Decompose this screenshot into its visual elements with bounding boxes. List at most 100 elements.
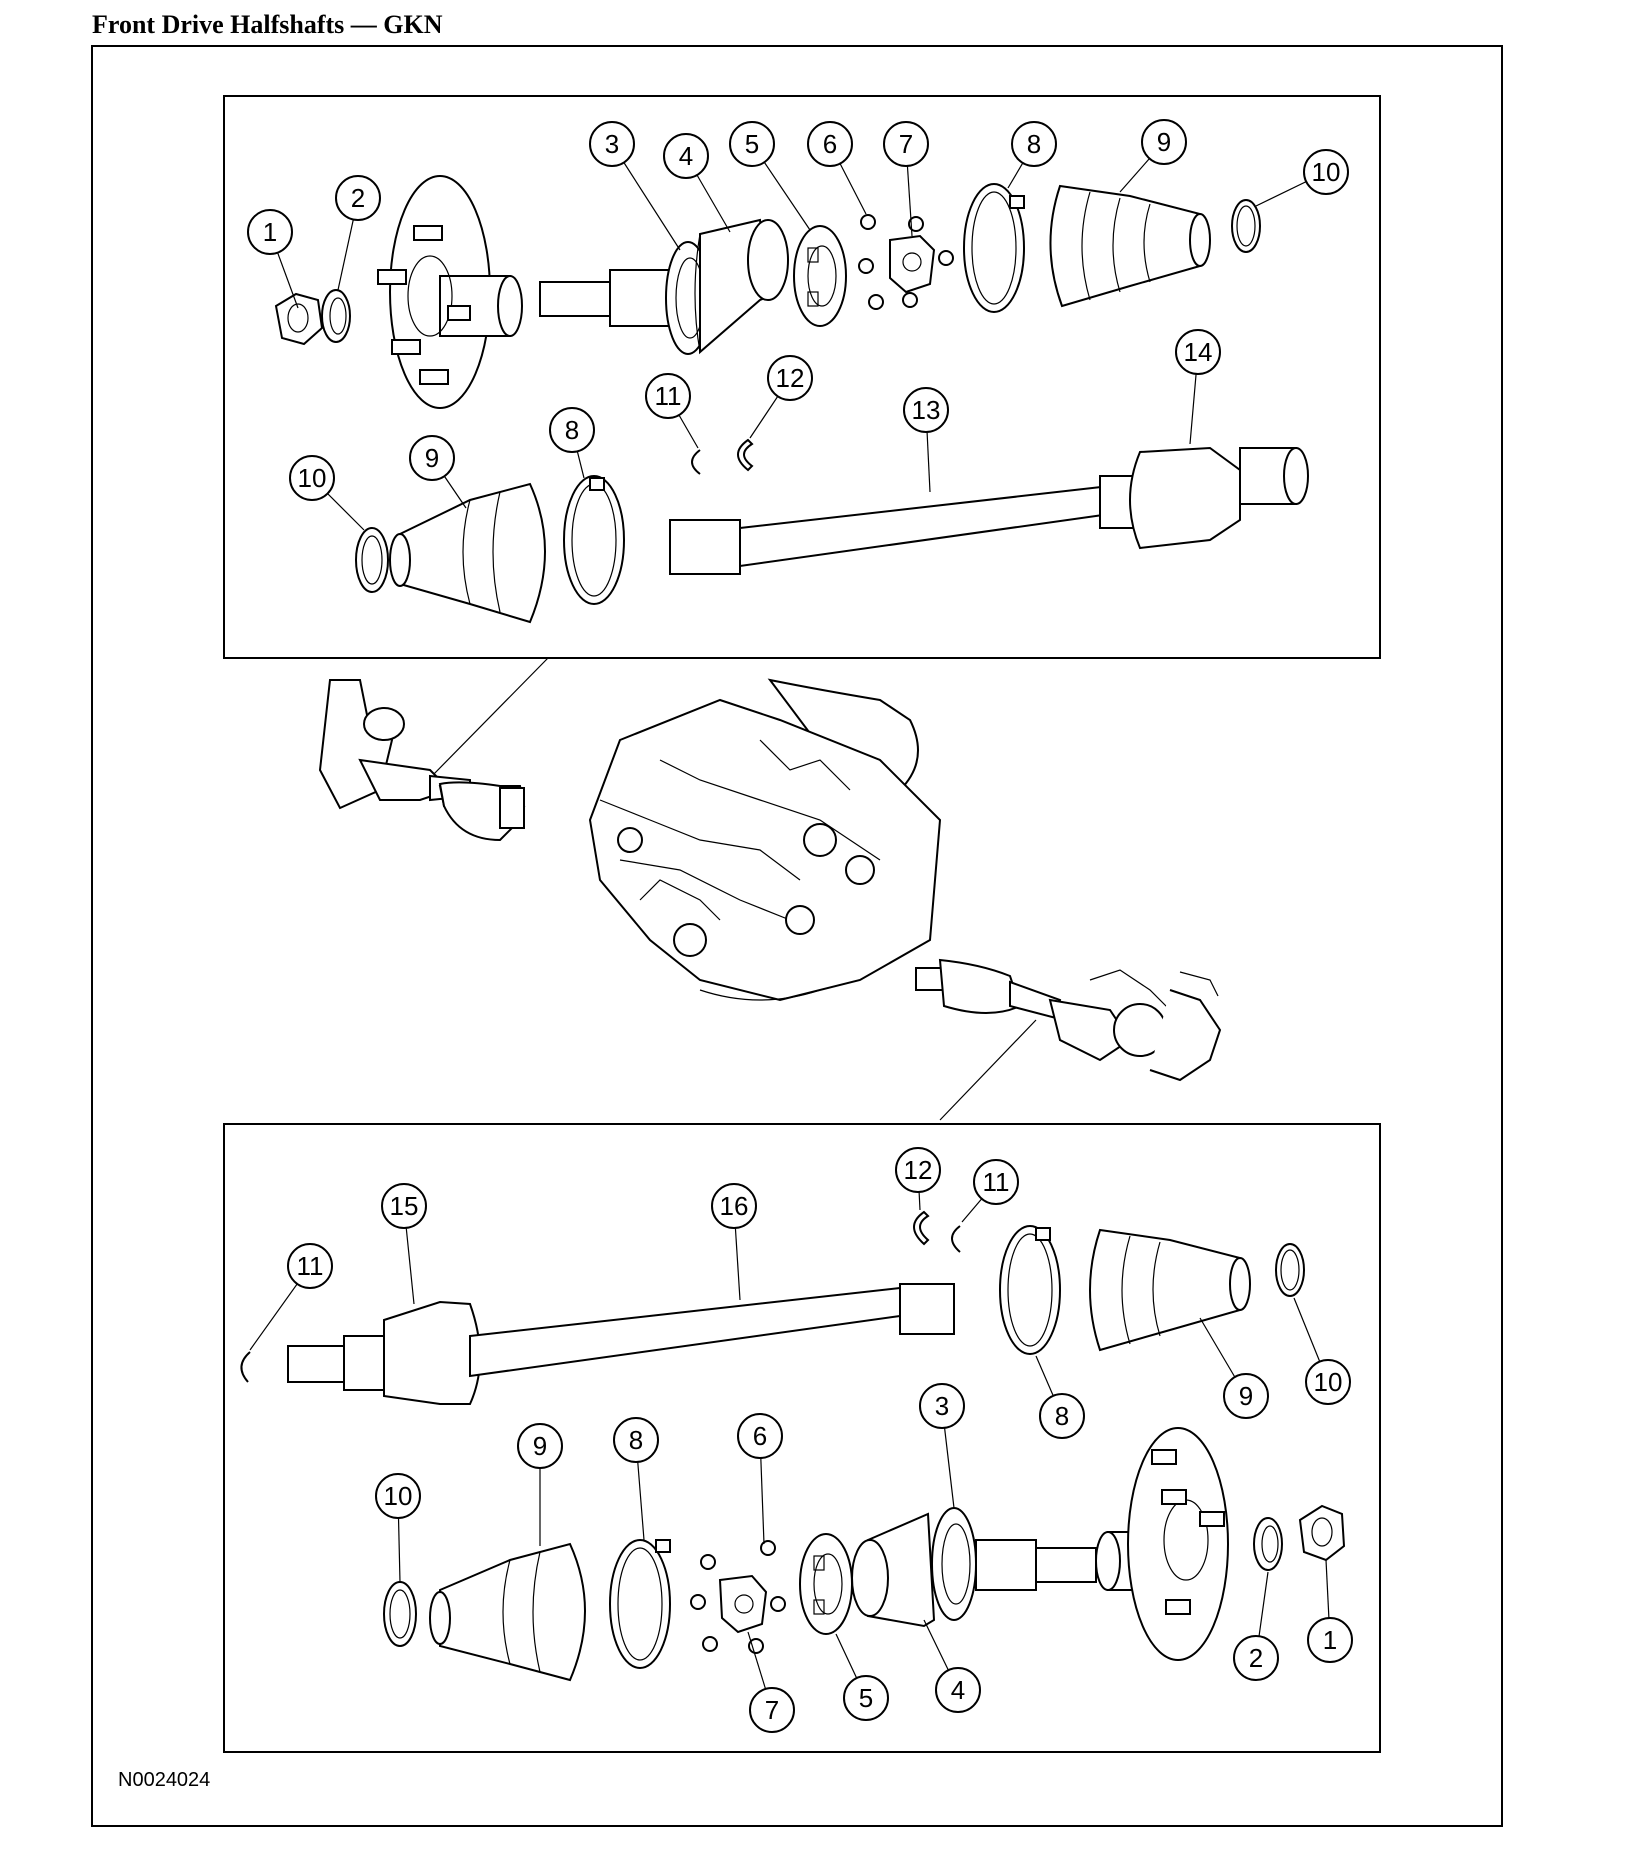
bottom-callout-circle-16 (1233, 1635, 1279, 1681)
bottom-callout-label-11: 6 (753, 1421, 767, 1451)
part-clamp-small-bottom-2 (383, 1581, 417, 1647)
part-clamp-small-bottom (1275, 1243, 1305, 1297)
bottom-callout-label-0: 15 (390, 1191, 419, 1221)
bottom-callout-label-9: 9 (533, 1431, 547, 1461)
bottom-callout-circle-6 (1223, 1373, 1269, 1419)
part-balls-bottom (690, 1540, 786, 1654)
bottom-callout-label-12: 3 (935, 1391, 949, 1421)
top-callout-circle-1 (335, 175, 381, 221)
part-nut-bottom (1298, 1504, 1346, 1562)
top-callout-label-7: 8 (1027, 129, 1041, 159)
bottom-callout-circle-4 (287, 1243, 333, 1289)
top-callout-circle-15 (409, 435, 455, 481)
top-callout-label-8: 9 (1157, 127, 1171, 157)
part-balls-top (858, 214, 954, 310)
bottom-callout-circle-13 (749, 1687, 795, 1733)
transaxle-illustration (588, 678, 942, 1002)
bottom-callout-circle-1 (711, 1183, 757, 1229)
bottom-callout-circle-2 (895, 1147, 941, 1193)
part-boot-top (1049, 184, 1211, 308)
top-callout-circle-13 (1175, 329, 1221, 375)
figure-code: N0024024 (118, 1769, 210, 1791)
bottom-callout-circle-0 (381, 1183, 427, 1229)
top-callout-circle-0 (247, 209, 293, 255)
top-callout-label-11: 12 (776, 363, 805, 393)
top-callout-circle-3 (663, 133, 709, 179)
page-title: Front Drive Halfshafts — GKN (92, 10, 443, 39)
part-shaft-top (669, 475, 1151, 575)
bottom-callout-circle-7 (1305, 1359, 1351, 1405)
part-outer-race-bottom (851, 1512, 936, 1628)
top-callout-circle-4 (729, 121, 775, 167)
part-stub-shaft-top (539, 241, 711, 355)
top-callout-label-13: 14 (1184, 337, 1213, 367)
bottom-callout-circle-9 (517, 1423, 563, 1469)
top-callout-circle-16 (549, 407, 595, 453)
bottom-callout-label-7: 10 (1314, 1367, 1343, 1397)
top-callout-circle-5 (807, 121, 853, 167)
part-cage-bottom (799, 1533, 853, 1635)
top-callout-label-5: 6 (823, 129, 837, 159)
part-clamp-large-top-2 (563, 475, 625, 605)
top-callout-circle-8 (1141, 119, 1187, 165)
part-clamp-small-top (1231, 199, 1261, 253)
part-shaft-bottom (469, 1283, 955, 1378)
top-callout-circle-14 (289, 455, 335, 501)
bottom-callout-circle-8 (375, 1473, 421, 1519)
part-boot-top-2 (389, 482, 546, 624)
bottom-callout-label-2: 12 (904, 1155, 933, 1185)
assembled-halfshaft-left (318, 679, 526, 842)
bottom-callout-label-10: 8 (629, 1425, 643, 1455)
top-callout-label-12: 13 (912, 395, 941, 425)
bottom-callout-circle-15 (935, 1667, 981, 1713)
part-hub-bottom (1095, 1427, 1229, 1661)
outer-frame (91, 45, 1503, 1827)
part-boot-bottom (1089, 1228, 1251, 1352)
bottom-callout-label-16: 2 (1249, 1643, 1263, 1673)
part-circlip-bottom-left (240, 1351, 251, 1383)
top-callout-circle-6 (883, 121, 929, 167)
top-callout-label-9: 10 (1312, 157, 1341, 187)
bottom-callout-label-5: 8 (1055, 1401, 1069, 1431)
bottom-callout-label-13: 7 (765, 1695, 779, 1725)
top-callout-label-16: 8 (565, 415, 579, 445)
top-callout-label-1: 2 (351, 183, 365, 213)
top-callout-circle-2 (589, 121, 635, 167)
top-callout-circle-12 (903, 387, 949, 433)
part-clamp-small-top-2 (355, 527, 389, 593)
part-inner-race-top (889, 234, 936, 294)
part-clamp-large-bottom-2 (609, 1539, 671, 1669)
part-washer-bottom (1253, 1517, 1283, 1571)
leader-bottom (939, 1019, 1037, 1121)
bottom-callout-circle-3 (973, 1159, 1019, 1205)
top-callout-label-0: 1 (263, 217, 277, 247)
bottom-callout-label-15: 4 (951, 1675, 965, 1705)
top-exploded-panel (223, 95, 1381, 659)
bottom-callout-label-4: 11 (297, 1251, 324, 1281)
bottom-callout-label-6: 9 (1239, 1381, 1253, 1411)
part-inner-joint-top (1129, 446, 1309, 550)
top-callout-circle-7 (1011, 121, 1057, 167)
top-callout-label-15: 9 (425, 443, 439, 473)
part-circlip-top (691, 449, 701, 475)
bottom-callout-circle-14 (843, 1675, 889, 1721)
part-inner-race-bottom (718, 1574, 768, 1634)
top-callout-circle-10 (645, 373, 691, 419)
bottom-exploded-panel (223, 1123, 1381, 1753)
part-clamp-large-bottom (999, 1225, 1061, 1355)
bottom-callout-label-1: 16 (720, 1191, 749, 1221)
leader-top (429, 657, 549, 779)
part-stop-ring-bottom (913, 1210, 930, 1246)
top-callout-label-2: 3 (605, 129, 619, 159)
part-boot-bottom-2 (429, 1542, 586, 1682)
part-nut-top (274, 292, 324, 346)
part-outer-race-top (694, 218, 789, 355)
top-callout-circle-11 (767, 355, 813, 401)
top-callout-label-14: 10 (298, 463, 327, 493)
bottom-callout-circle-11 (737, 1413, 783, 1459)
bottom-callout-circle-17 (1307, 1617, 1353, 1663)
assembled-halfshaft-right (915, 958, 1222, 1082)
part-stop-ring-top (737, 438, 754, 472)
